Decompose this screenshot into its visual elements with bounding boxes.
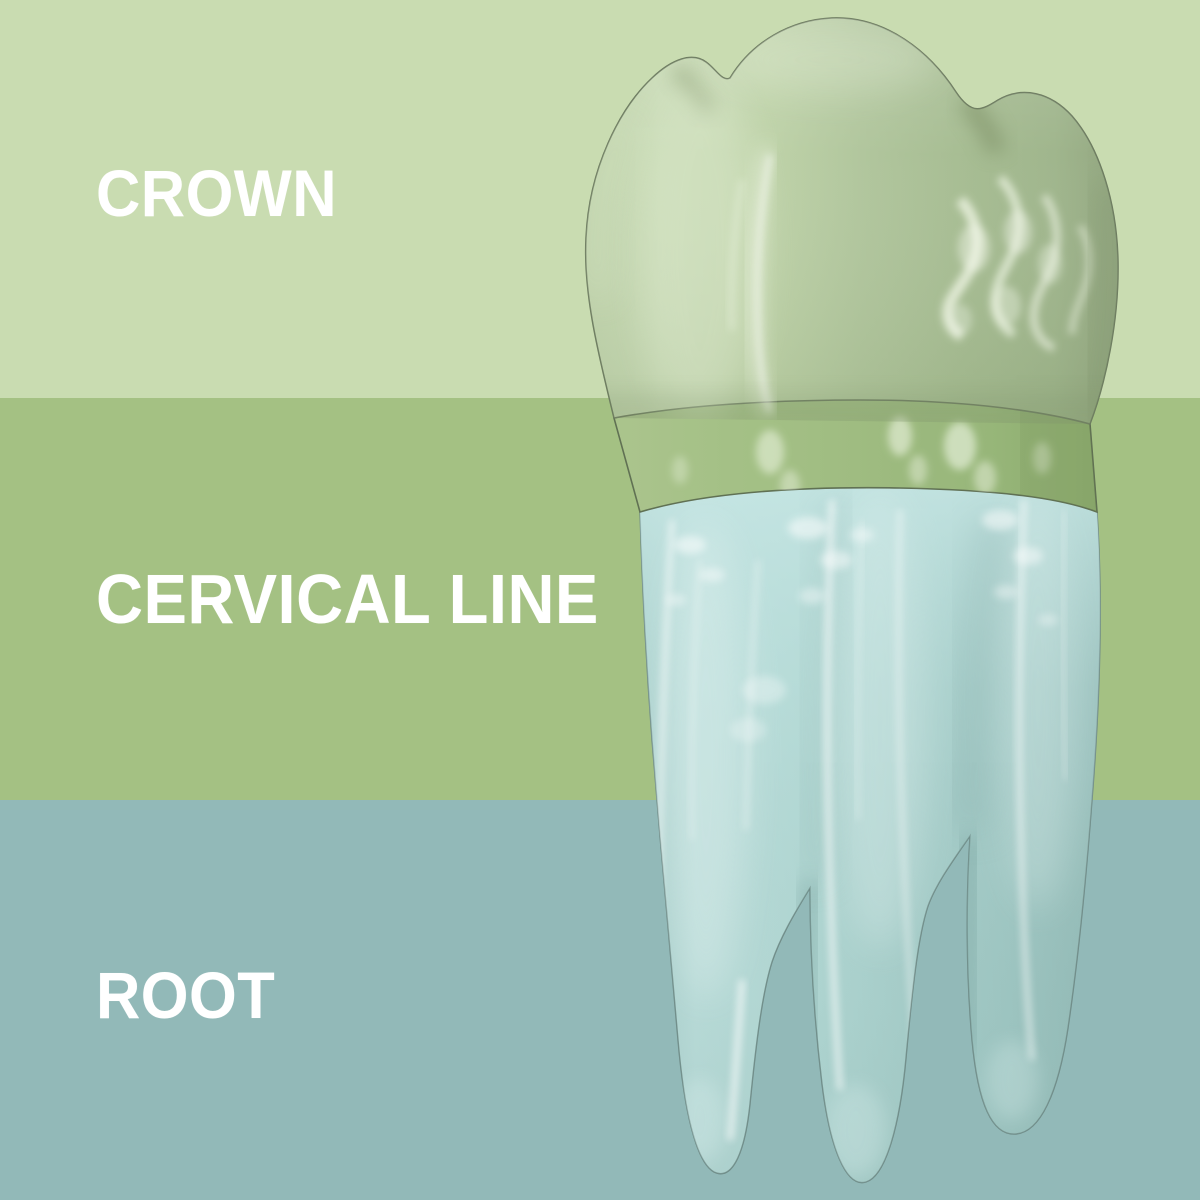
label-root: ROOT <box>96 958 276 1032</box>
label-crown: CROWN <box>96 156 337 230</box>
label-cervical-line: CERVICAL LINE <box>96 560 599 638</box>
